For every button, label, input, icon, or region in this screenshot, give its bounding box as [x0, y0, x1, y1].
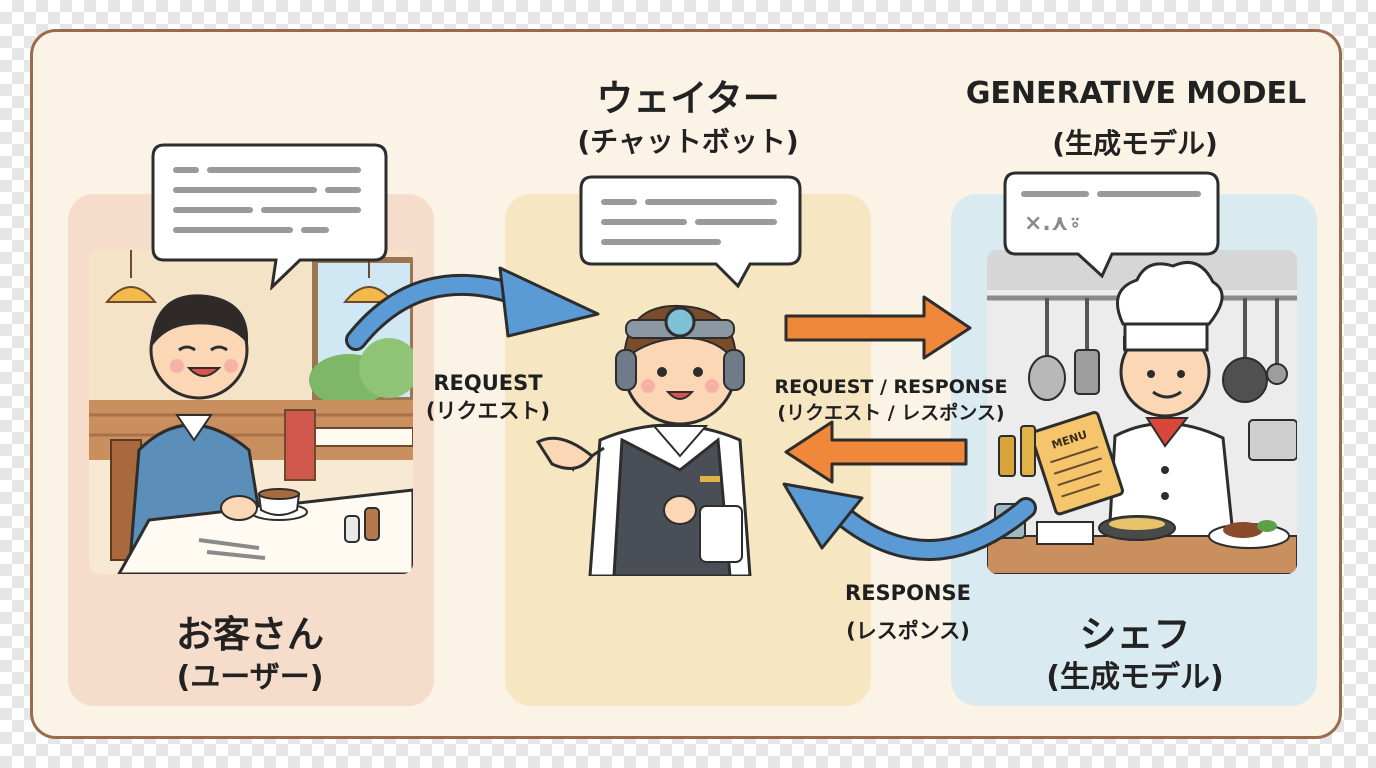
model-title: GENERATIVE MODEL — [965, 76, 1307, 111]
customer-speech-bubble — [151, 143, 388, 290]
chef-illustration: MENU — [987, 250, 1297, 574]
model-subtitle: (生成モデル) — [1052, 127, 1218, 160]
waiter-illustration — [535, 304, 752, 576]
customer-title: お客さん — [176, 613, 324, 656]
chef-bubble-symbols: ×.⋏⍤ — [1024, 211, 1082, 236]
request-label-ja: (リクエスト) — [425, 399, 551, 423]
chef-title: シェフ — [1079, 613, 1191, 656]
waiter-subtitle: (チャットボット) — [577, 125, 799, 158]
waiter-title: ウェイター — [596, 77, 780, 120]
chef-subtitle: (生成モデル) — [1046, 660, 1224, 695]
customer-subtitle: (ユーザー) — [176, 660, 324, 695]
request-label: REQUEST — [433, 371, 543, 395]
waiter-speech-bubble — [579, 175, 802, 289]
chef-speech-bubble: ×.⋏⍤ — [1003, 171, 1220, 279]
customer-illustration — [89, 250, 413, 574]
response-label: RESPONSE — [845, 581, 971, 605]
request-response-label-ja: (リクエスト / レスポンス) — [777, 402, 1005, 424]
response-label-ja: (レスポンス) — [846, 619, 970, 643]
request-response-label: REQUEST / RESPONSE — [774, 376, 1008, 398]
